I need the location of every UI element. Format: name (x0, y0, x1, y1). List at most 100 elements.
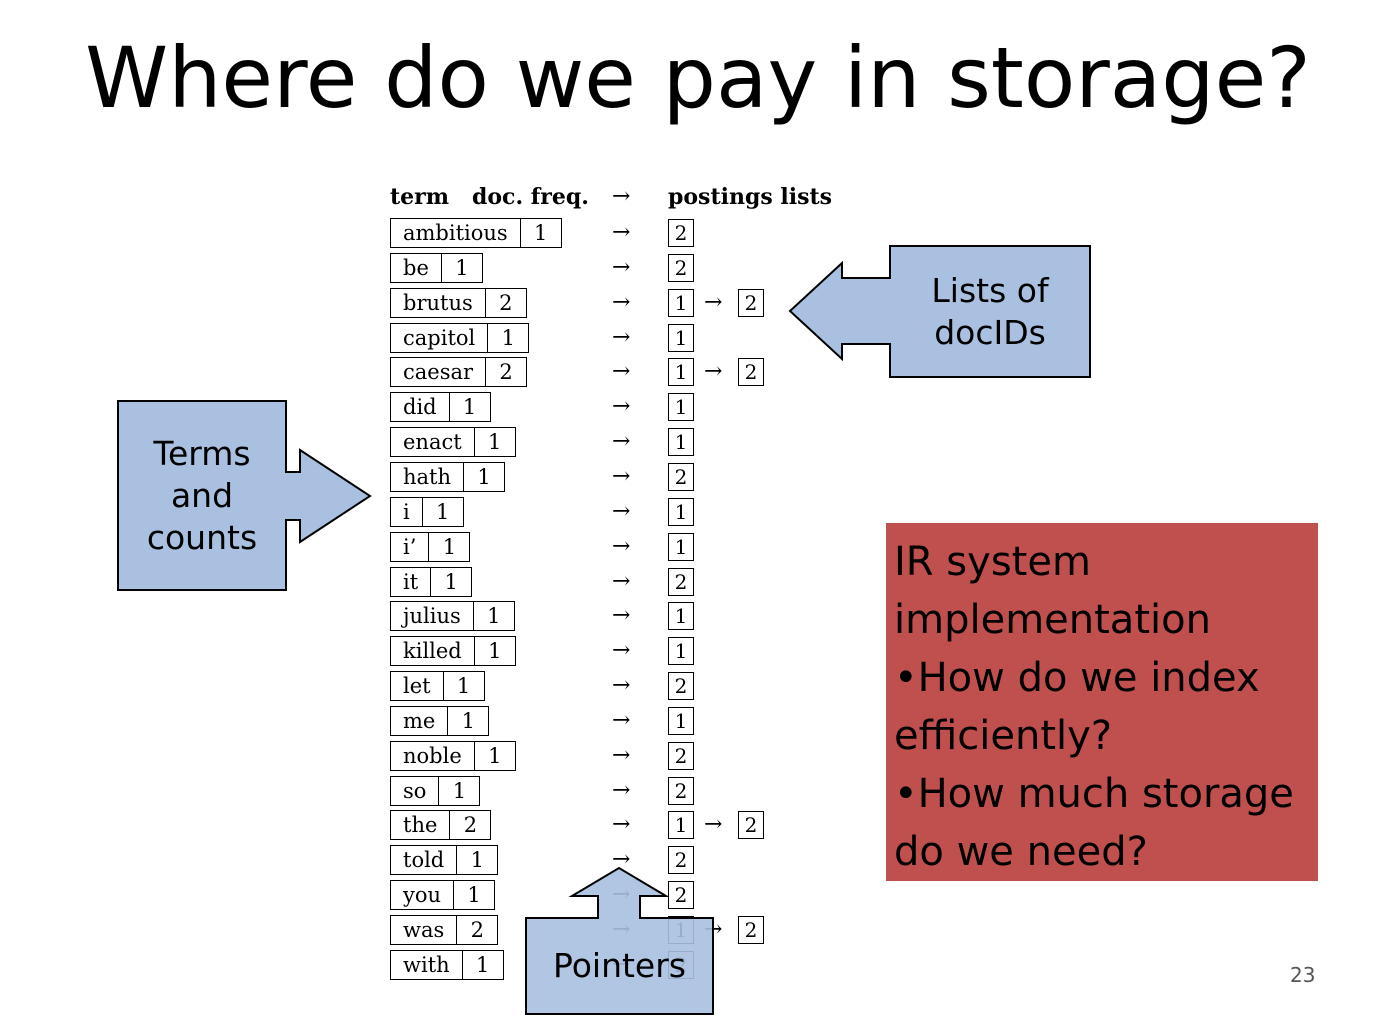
doc-freq-value: 1 (475, 952, 490, 977)
red-box-line: efficiently? (894, 713, 1113, 759)
lists-of-docids-callout (788, 245, 1091, 378)
posting-link-arrow: → (704, 812, 723, 838)
red-box-line: implementation (894, 597, 1211, 643)
term-label: so (391, 776, 440, 805)
posting-docid: 2 (668, 741, 694, 770)
pointer-arrow: → (612, 289, 631, 315)
term-label: you (391, 881, 455, 910)
slide-title: Where do we pay in storage? (85, 29, 1311, 127)
term-label: me (391, 706, 449, 735)
posting-docid: 1 (668, 706, 694, 735)
doc-freq-value: 2 (470, 918, 484, 942)
term-label: the (391, 811, 451, 840)
pointers-text: Pointers (553, 946, 686, 985)
posting-docid: 1 (668, 288, 694, 317)
header-postings-lists: postings lists (668, 184, 833, 210)
term-label: did (391, 393, 450, 422)
pointer-arrow: → (612, 463, 631, 489)
doc-freq-value: 1 (488, 639, 502, 664)
pointers-callout (525, 866, 714, 1015)
posting-docid: 1 (668, 637, 694, 666)
term-entry: enact 1 (390, 427, 516, 458)
term-label: capitol (391, 323, 489, 352)
posting-docid: 1 (668, 497, 694, 526)
doc-freq-value: 1 (442, 534, 457, 559)
doc-freq-value: 2 (499, 360, 513, 385)
red-box-line: •How do we index (894, 655, 1260, 701)
doc-freq-value: 1 (534, 221, 548, 245)
term-entry: i’ 1 (390, 531, 471, 562)
term-label: let (391, 672, 444, 701)
term-label: brutus (391, 288, 486, 317)
posting-docid: 2 (668, 219, 694, 247)
pointer-arrow: → (612, 847, 631, 873)
header-term: term (390, 184, 450, 210)
doc-freq-value: 1 (462, 395, 477, 420)
doc-freq-value: 1 (456, 674, 471, 699)
posting-link-arrow: → (704, 359, 723, 385)
doc-freq-value: 1 (501, 325, 515, 350)
term-label: i’ (391, 532, 430, 561)
posting-docid: 2 (668, 567, 694, 596)
doc-freq-value: 1 (470, 848, 484, 873)
posting-docid: 1 (668, 358, 694, 387)
lists-of-docids-text: Lists of docIDs (931, 271, 1049, 352)
doc-freq-value: 1 (488, 430, 502, 455)
posting-docid: 1 (668, 393, 694, 422)
header-arrow: → (612, 184, 631, 209)
header-doc-freq: doc. freq. (472, 184, 589, 210)
doc-freq-value: 1 (452, 778, 467, 803)
term-entry: did 1 (390, 392, 491, 423)
pointer-arrow: → (612, 603, 631, 629)
posting-docid: 1 (668, 323, 694, 352)
term-label: with (391, 950, 463, 979)
term-label: it (391, 567, 432, 596)
terms-and-counts-text: Terms and counts (146, 434, 258, 557)
pointer-arrow: → (612, 707, 631, 733)
posting-docid: 1 (668, 532, 694, 561)
doc-freq-value: 1 (487, 604, 501, 629)
doc-freq-value: 1 (455, 255, 469, 280)
term-entry: told 1 (390, 845, 499, 876)
posting-link-arrow: → (704, 289, 723, 315)
posting-docid: 1 (668, 811, 694, 840)
red-box-line: IR system (894, 539, 1091, 585)
pointer-arrow: → (612, 533, 631, 559)
term-entry: with 1 (390, 949, 504, 980)
ir-system-box: IR system implementation •How do we inde… (886, 523, 1318, 881)
pointer-arrow: → (612, 638, 631, 664)
posting-docid: 1 (668, 428, 694, 457)
pointer-arrow: → (612, 324, 631, 350)
term-label: enact (391, 428, 475, 457)
pointer-arrow: → (612, 673, 631, 699)
pointer-arrow: → (612, 254, 631, 280)
posting-docid: 2 (668, 253, 694, 282)
posting-docid: 2 (668, 881, 694, 910)
term-label: told (391, 846, 458, 875)
doc-freq-value: 1 (477, 464, 491, 489)
pointer-arrow: → (612, 394, 631, 420)
term-entry: you 1 (390, 880, 496, 911)
pointer-arrow: → (612, 742, 631, 768)
posting-docid: 1 (668, 602, 694, 631)
doc-freq-value: 1 (467, 883, 481, 908)
posting-docid: 2 (668, 846, 694, 875)
term-label: julius (391, 602, 474, 631)
posting-docid: 2 (668, 776, 694, 805)
doc-freq-value: 2 (463, 813, 478, 838)
pointer-arrow: → (612, 568, 631, 594)
term-entry: capitol 1 (390, 322, 530, 353)
pointer-arrow: → (612, 498, 631, 524)
term-entry: so 1 (390, 775, 481, 806)
term-entry: julius 1 (390, 601, 515, 632)
red-box-line: •How much storage (894, 771, 1294, 817)
